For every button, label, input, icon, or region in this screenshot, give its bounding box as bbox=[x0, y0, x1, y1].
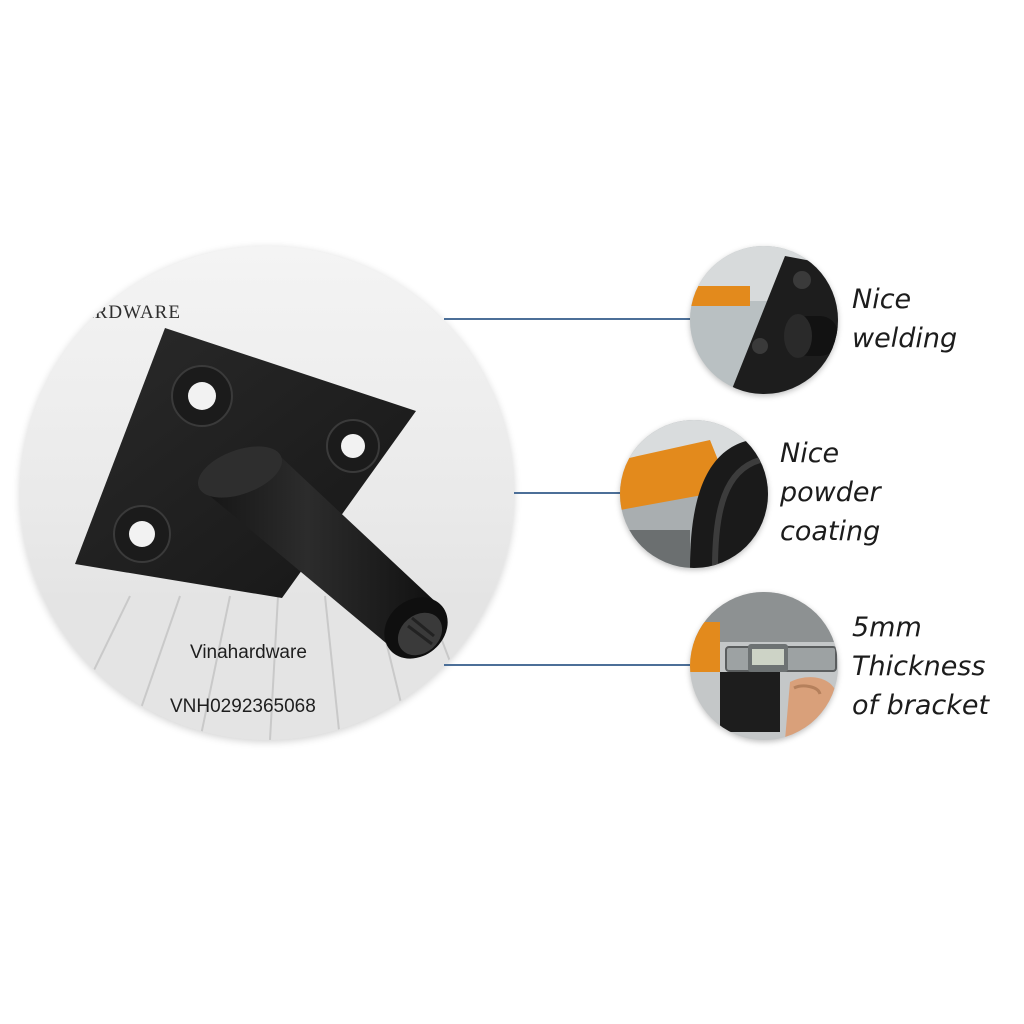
feature-welding-text: Nice welding bbox=[852, 280, 957, 358]
bracket-product-image bbox=[20, 246, 514, 740]
connector-line-thickness bbox=[444, 664, 694, 666]
connector-line-welding bbox=[444, 318, 694, 320]
brand-logo-text: ARDWARE bbox=[80, 302, 181, 323]
connector-line-coating bbox=[514, 492, 624, 494]
feature-line: 5mm bbox=[852, 612, 922, 643]
coating-detail-circle bbox=[620, 420, 768, 568]
watermark-brand: Vinahardware bbox=[190, 642, 307, 663]
caliper-detail-photo bbox=[690, 592, 838, 740]
feature-line: coating bbox=[780, 516, 881, 547]
product-photo-circle: ARDWARE Vinahardware VNH0292365068 bbox=[20, 246, 514, 740]
watermark-product-code: VNH0292365068 bbox=[170, 696, 316, 717]
thickness-detail-circle bbox=[690, 592, 838, 740]
coating-detail-photo bbox=[620, 420, 768, 568]
plate-holes bbox=[113, 365, 380, 563]
welding-detail-circle bbox=[690, 246, 838, 394]
leg-foot-cap bbox=[384, 597, 448, 659]
tube-leg bbox=[198, 458, 440, 648]
feature-line: of bracket bbox=[852, 690, 990, 721]
feature-line: Nice bbox=[852, 284, 912, 315]
feature-line: welding bbox=[852, 323, 958, 354]
feature-coating-text: Nice powder coating bbox=[780, 434, 881, 551]
feature-line: Nice bbox=[780, 438, 840, 469]
feature-thickness-text: 5mm Thickness of bracket bbox=[852, 608, 989, 725]
feature-line: powder bbox=[780, 477, 881, 508]
feature-line: Thickness bbox=[852, 651, 986, 682]
welding-detail-photo bbox=[690, 246, 838, 394]
